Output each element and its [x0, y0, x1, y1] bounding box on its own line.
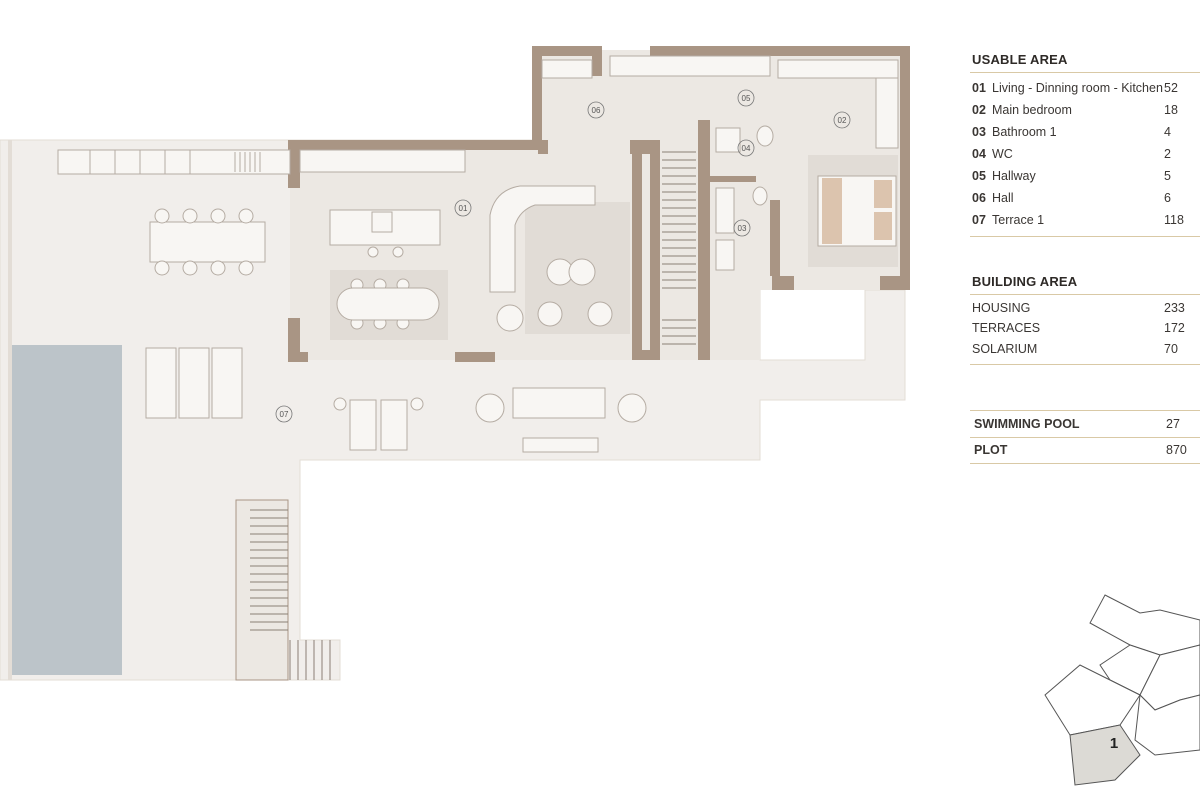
usable-row-04-label: WC — [992, 147, 1013, 161]
building-row-solarium-label: SOLARIUM — [972, 342, 1038, 356]
building-area-title: BUILDING AREA — [972, 274, 1078, 289]
room-marker-01-label: 01 — [459, 204, 468, 213]
pool-loungers — [145, 347, 424, 451]
area-legend: USABLE AREA 01 Living - Dinning room - Ki… — [970, 50, 1200, 510]
living-seating — [496, 258, 613, 332]
lower-stairs — [250, 509, 331, 680]
building-row-solarium-value: 70 — [1164, 342, 1178, 356]
room-marker-02: 02 — [833, 111, 851, 129]
usable-row-07: 07 Terrace 1 118 — [972, 213, 1200, 233]
room-marker-05: 05 — [737, 89, 755, 107]
usable-row-03-label: Bathroom 1 — [992, 125, 1057, 139]
usable-area-divider — [970, 72, 1200, 73]
room-marker-07-label: 07 — [280, 410, 289, 419]
building-area-bottom-divider — [970, 364, 1200, 365]
usable-row-02-label: Main bedroom — [992, 103, 1072, 117]
floor-plan: 01 02 03 04 05 06 07 — [0, 46, 910, 681]
building-row-terraces: TERRACES 172 — [972, 321, 1200, 341]
row-plot: PLOT 870 — [974, 443, 1200, 463]
room-marker-05-label: 05 — [742, 94, 751, 103]
plot-divider — [970, 463, 1200, 464]
usable-row-07-value: 118 — [1164, 213, 1184, 227]
pool-divider — [970, 437, 1200, 438]
terrace-edge-left — [8, 140, 12, 680]
site-key-map-svg — [1044, 594, 1200, 786]
usable-row-04: 04 WC 2 — [972, 147, 1200, 167]
building-row-terraces-label: TERRACES — [972, 321, 1041, 335]
room-marker-06: 06 — [587, 101, 605, 119]
building-row-housing-value: 233 — [1164, 301, 1185, 315]
room-marker-03-label: 03 — [738, 224, 747, 233]
kitchen-counter — [299, 149, 466, 173]
row-swimming-pool-value: 27 — [1166, 417, 1180, 431]
usable-area-bottom-divider — [970, 236, 1200, 237]
room-marker-02-label: 02 — [838, 116, 847, 125]
room-marker-04: 04 — [737, 139, 755, 157]
usable-area-title: USABLE AREA — [972, 52, 1068, 67]
outdoor-dining-set — [149, 208, 266, 276]
usable-row-07-num: 07 — [972, 213, 986, 227]
pool-top-divider — [970, 410, 1200, 411]
wardrobe-side — [875, 77, 899, 149]
swimming-pool — [12, 345, 122, 675]
hall-console — [609, 55, 771, 77]
kitchen-island — [329, 209, 441, 258]
main-stairs-frame — [660, 140, 698, 360]
building-row-housing-label: HOUSING — [972, 301, 1031, 315]
row-plot-value: 870 — [1166, 443, 1187, 457]
row-swimming-pool: SWIMMING POOL 27 — [974, 417, 1200, 437]
indoor-dining-set — [336, 278, 440, 330]
room-marker-07: 07 — [275, 405, 293, 423]
usable-row-03: 03 Bathroom 1 4 — [972, 125, 1200, 145]
usable-row-06: 06 Hall 6 — [972, 191, 1200, 211]
outdoor-kitchen-counter — [57, 149, 291, 175]
room-markers: 01 02 03 04 05 06 07 — [275, 89, 851, 423]
usable-row-02-num: 02 — [972, 103, 986, 117]
site-key-map: 1 — [1030, 585, 1200, 800]
usable-row-03-value: 4 — [1164, 125, 1171, 139]
pillow-top — [874, 180, 892, 208]
usable-row-05-label: Hallway — [992, 169, 1036, 183]
usable-row-07-label: Terrace 1 — [992, 213, 1045, 227]
building-row-housing: HOUSING 233 — [972, 301, 1200, 321]
main-stairs — [662, 151, 696, 345]
usable-row-04-num: 04 — [972, 147, 986, 161]
building-row-solarium: SOLARIUM 70 — [972, 342, 1200, 362]
wardrobe — [777, 59, 899, 79]
hall-cabinet — [541, 59, 593, 79]
usable-row-05-num: 05 — [972, 169, 986, 183]
usable-row-01-value: 52 — [1164, 81, 1178, 95]
usable-row-03-num: 03 — [972, 125, 986, 139]
usable-row-01-num: 01 — [972, 81, 986, 95]
room-marker-04-label: 04 — [742, 144, 751, 153]
usable-row-05-value: 5 — [1164, 169, 1171, 183]
usable-row-06-label: Hall — [992, 191, 1014, 205]
usable-row-04-value: 2 — [1164, 147, 1171, 161]
row-plot-label: PLOT — [974, 443, 1008, 457]
usable-row-05: 05 Hallway 5 — [972, 169, 1200, 189]
lot-outline-e — [1134, 693, 1200, 756]
terrace-lounge — [475, 387, 647, 453]
walls — [288, 46, 910, 362]
usable-row-06-value: 6 — [1164, 191, 1171, 205]
pillow-bottom — [874, 212, 892, 240]
usable-row-06-num: 06 — [972, 191, 986, 205]
lot-1 — [1069, 724, 1141, 786]
bathroom-fixtures — [715, 125, 774, 271]
building-area-divider — [970, 294, 1200, 295]
usable-row-02: 02 Main bedroom 18 — [972, 103, 1200, 123]
building-row-terraces-value: 172 — [1164, 321, 1185, 335]
bed-throw — [822, 178, 842, 244]
lot-1-label: 1 — [1109, 735, 1119, 752]
counter-modules — [89, 150, 261, 174]
lot-outline-a — [1089, 594, 1200, 656]
sectional-sofa — [489, 185, 596, 293]
usable-row-01-label: Living - Dinning room - Kitchen — [992, 81, 1163, 95]
room-marker-01: 01 — [454, 199, 472, 217]
row-swimming-pool-label: SWIMMING POOL — [974, 417, 1080, 431]
usable-row-02-value: 18 — [1164, 103, 1178, 117]
room-marker-06-label: 06 — [592, 106, 601, 115]
room-marker-03: 03 — [733, 219, 751, 237]
